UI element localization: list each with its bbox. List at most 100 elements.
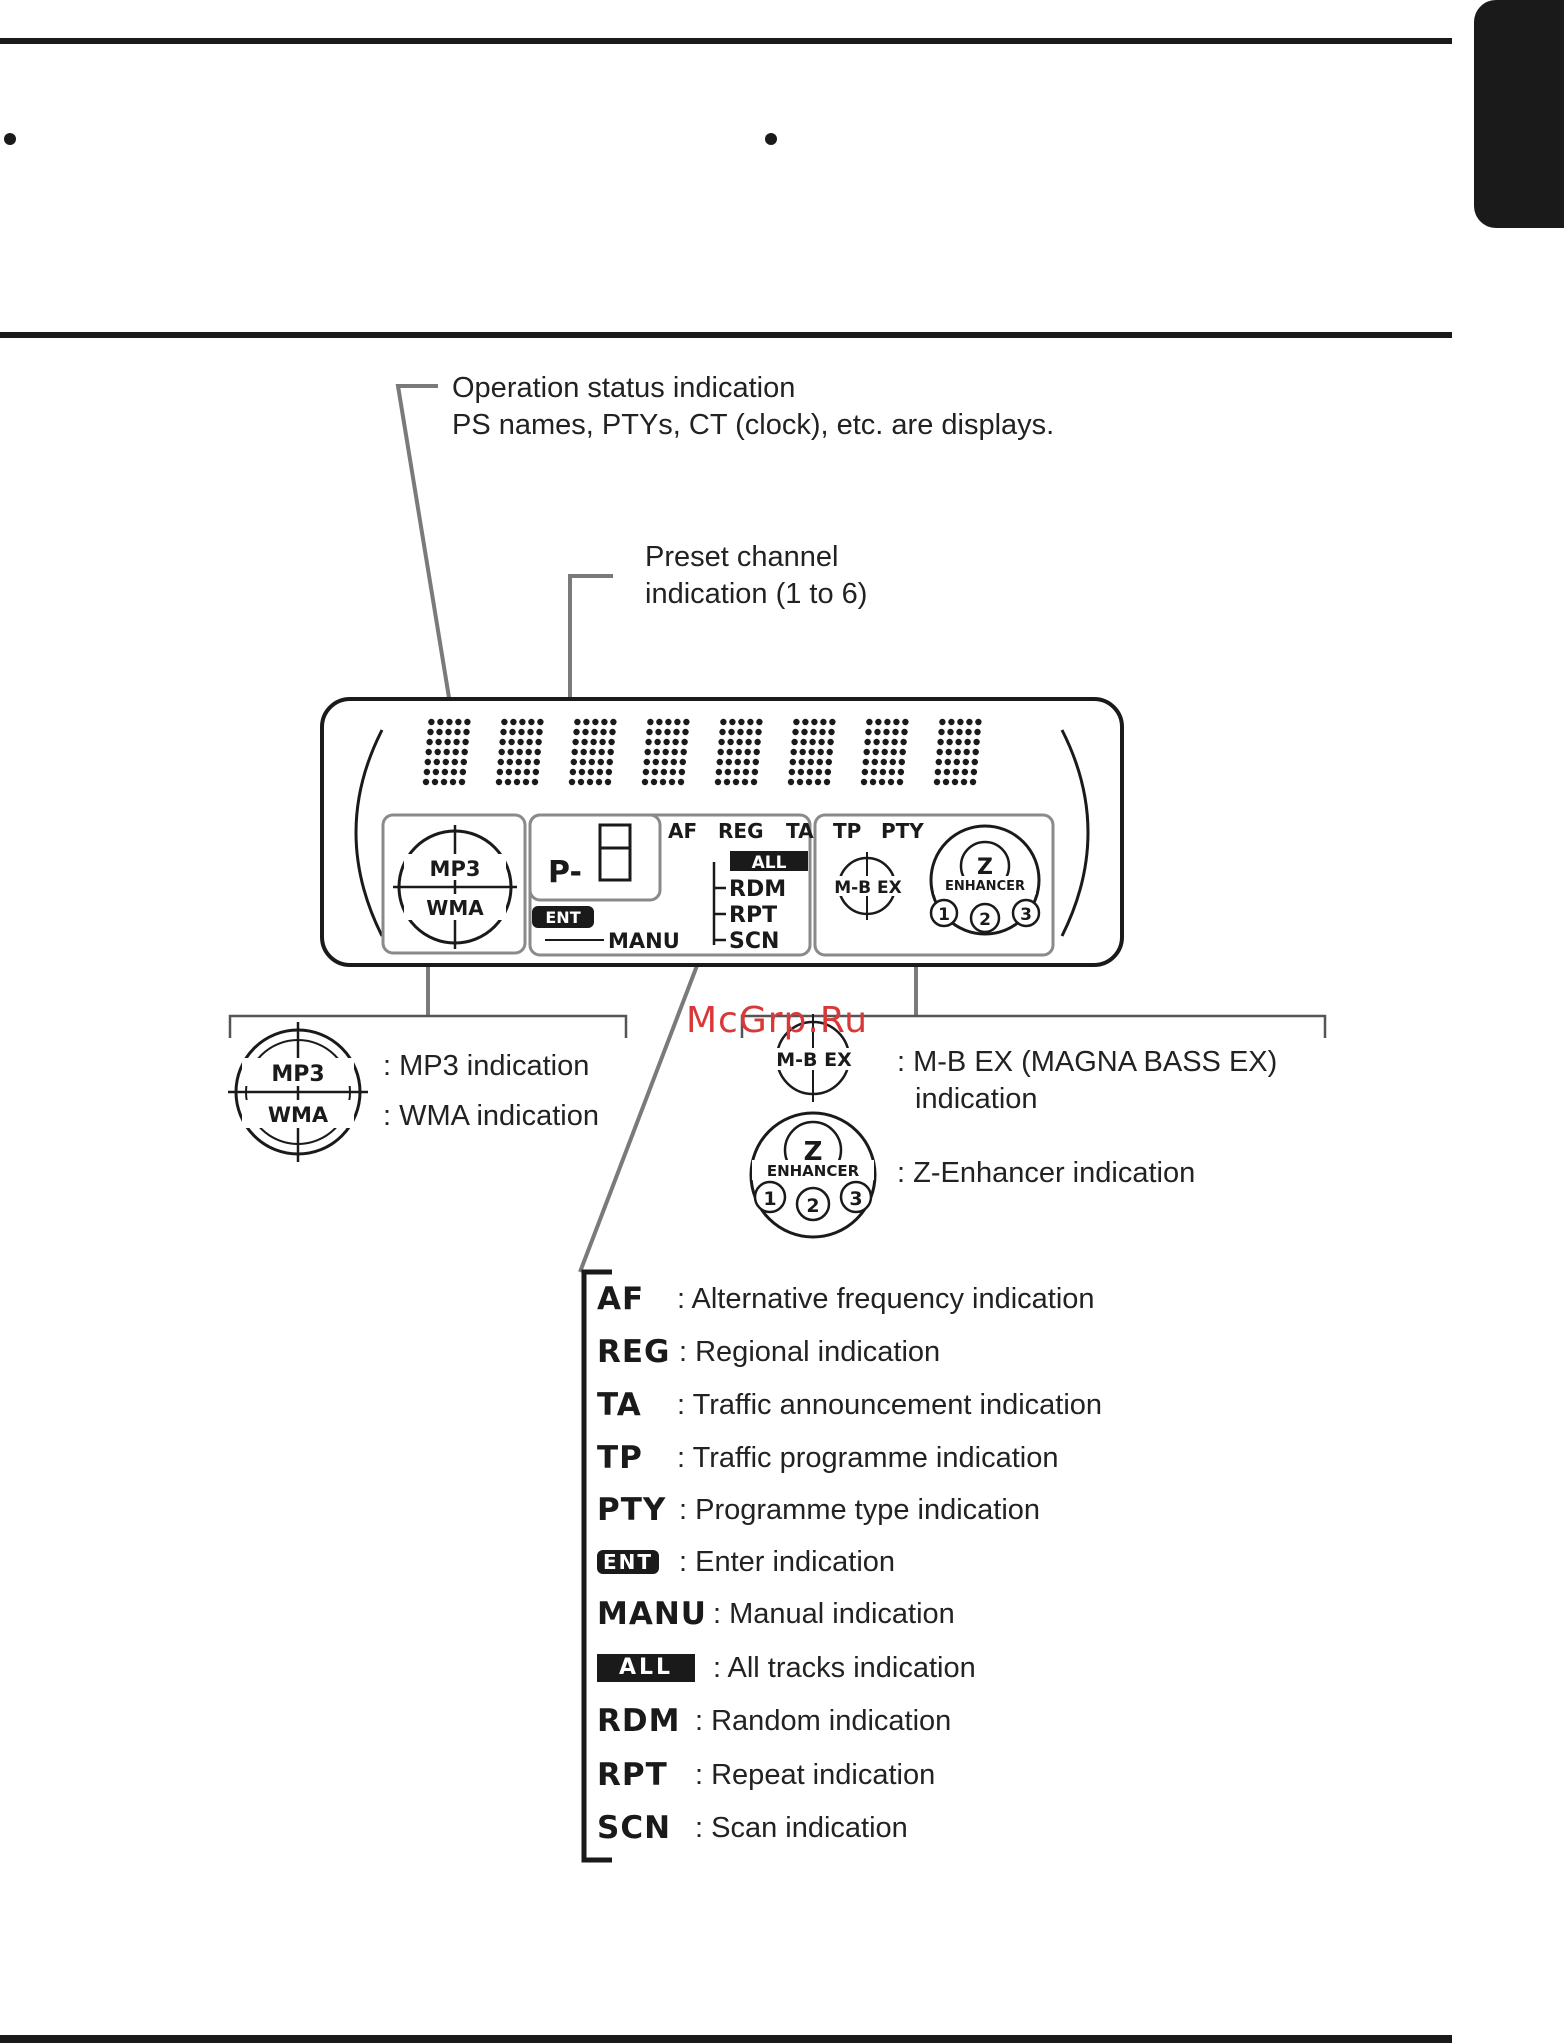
glossary-abbr: SCN (597, 1810, 672, 1846)
glossary-desc: : Random indication (695, 1705, 952, 1737)
glossary-row-rdm: RDM : Random indication (597, 1701, 1297, 1745)
dot-matrix-cell (495, 718, 544, 786)
lcd-zenhancer-emblem: Z ENHANCER 1 2 3 (929, 824, 1041, 936)
lcd-enhancer-label: ENHANCER (945, 879, 1025, 894)
glossary-desc: : All tracks indication (713, 1652, 976, 1684)
lcd-badge-ent: ENT (545, 908, 580, 927)
lcd-seven-segment (598, 823, 632, 882)
lcd-preset-prefix: P- (548, 855, 582, 890)
frame-mp3 (381, 813, 527, 955)
lcd-badge-manu: MANU (608, 929, 680, 953)
legend-mbex-emblem: M-B EX (768, 1014, 860, 1102)
legend-enhancer-3: 3 (849, 1188, 862, 1210)
glossary-row-rpt: RPT : Repeat indication (597, 1755, 1297, 1799)
lcd-enhancer-2: 2 (979, 910, 991, 930)
lcd-mbex-emblem: M-B EX (828, 852, 908, 920)
glossary-abbr: MANU (597, 1596, 707, 1632)
lcd-badge-rdm: RDM (729, 877, 786, 902)
legend-wma-emblem-label: WMA (268, 1103, 329, 1127)
lcd-enhancer-1: 1 (938, 905, 950, 925)
lcd-seg-pty: PTY (881, 819, 924, 843)
lcd-badge-scn: SCN (729, 929, 779, 954)
glossary-abbr: REG (597, 1334, 671, 1370)
glossary-desc: : Programme type indication (679, 1494, 1041, 1526)
top-rule (0, 38, 1452, 44)
lcd-badge-rpt: RPT (729, 903, 777, 928)
lcd-seg-af: AF (668, 819, 697, 843)
legend-mbex-line2: indication (915, 1083, 1038, 1115)
glossary-row-manu: MANU : Manual indication (597, 1594, 1297, 1638)
callout-preset-line2: indication (1 to 6) (645, 578, 868, 610)
glossary-row-pty: PTY : Programme type indication (597, 1490, 1297, 1534)
callout-preset-line1: Preset channel (645, 541, 839, 573)
legend-mbex-line1: : M-B EX (MAGNA BASS EX) (897, 1046, 1278, 1078)
legend-enhancer-2: 2 (806, 1195, 819, 1217)
glossary-row-scn: SCN : Scan indication (597, 1808, 1297, 1852)
legend-mp3-wma-emblem: MP3 WMA (228, 1022, 368, 1162)
glossary-abbr: RDM (597, 1703, 681, 1739)
callout-operation-status-line1: Operation status indication (452, 372, 796, 404)
glossary-desc: : Enter indication (679, 1546, 896, 1578)
glossary-abbr: TP (597, 1440, 643, 1476)
frame-enhancer (813, 813, 1055, 957)
dot-matrix-cell (422, 718, 471, 786)
mp3-wma-emblem: MP3 WMA (393, 825, 517, 949)
legend-mp3-emblem-label: MP3 (271, 1062, 324, 1087)
glossary-desc: : Repeat indication (695, 1759, 936, 1791)
glossary-desc: : Manual indication (713, 1598, 955, 1630)
glossary-row-tp: TP : Traffic programme indication (597, 1438, 1297, 1482)
lcd-z-label: Z (977, 855, 993, 880)
glossary-row-all: ALL : All tracks indication (597, 1648, 1297, 1692)
glossary-row-reg: REG : Regional indication (597, 1332, 1297, 1376)
bottom-rule (0, 2035, 1452, 2043)
legend-enhancer-label: ENHANCER (767, 1162, 860, 1180)
dot-matrix-cell (714, 718, 763, 786)
legend-mp3-text: : MP3 indication (383, 1050, 590, 1082)
dot-matrix-cell (641, 718, 690, 786)
lcd-mbex-label: M-B EX (834, 878, 902, 898)
glossary-row-af: AF : Alternative frequency indication (597, 1279, 1297, 1323)
glossary-desc: : Scan indication (695, 1812, 908, 1844)
legend-wma-text: : WMA indication (383, 1100, 599, 1132)
frame-modes (528, 813, 812, 957)
lcd-mp3-label: MP3 (430, 857, 481, 881)
bullet-right (765, 133, 777, 145)
glossary-desc: : Traffic programme indication (677, 1442, 1059, 1474)
lcd-seg-tp: TP (833, 819, 861, 843)
watermark: McGrp.Ru (686, 1000, 869, 1041)
section-rule (0, 332, 1452, 338)
glossary-row-ent: ENT : Enter indication (597, 1542, 1297, 1586)
glossary-abbr: PTY (597, 1492, 667, 1528)
lcd-panel: MP3 WMA P- AF REG TA TP PTY ALL RDM RPT … (320, 697, 1124, 967)
lcd-enhancer-3: 3 (1020, 905, 1032, 925)
dot-matrix-display (422, 718, 982, 786)
bracket-right (740, 1014, 1327, 1038)
legend-z-label: Z (804, 1137, 823, 1167)
glossary-abbr-ent: ENT (597, 1550, 660, 1574)
glossary-abbr: AF (597, 1281, 645, 1317)
chapter-tab (1474, 0, 1564, 228)
lcd-seg-ta: TA (786, 819, 814, 843)
leader-glossary (578, 941, 708, 1273)
dot-matrix-cell (860, 718, 909, 786)
legend-zenh-text: : Z-Enhancer indication (897, 1157, 1196, 1189)
glossary-abbr: TA (597, 1387, 642, 1423)
legend-zenhancer-emblem: Z ENHANCER 1 2 3 (749, 1111, 877, 1239)
lcd-badge-all: ALL (752, 853, 787, 873)
lcd-rds-segments: AF REG TA TP PTY (668, 819, 924, 843)
dot-matrix-cell (933, 718, 982, 786)
glossary-desc: : Regional indication (679, 1336, 941, 1368)
glossary-desc: : Alternative frequency indication (677, 1283, 1095, 1315)
leader-operation-status (395, 384, 454, 717)
legend-enhancer-1: 1 (763, 1188, 776, 1210)
glossary-abbr-all: ALL (597, 1654, 696, 1682)
bracket-left (228, 1014, 628, 1038)
lcd-wma-label: WMA (426, 896, 484, 920)
dot-matrix-cell (568, 718, 617, 786)
glossary-row-ta: TA : Traffic announcement indication (597, 1385, 1297, 1429)
dot-matrix-cell (787, 718, 836, 786)
lcd-seg-reg: REG (718, 819, 763, 843)
bracket-glossary (581, 1269, 612, 1863)
callout-operation-status-line2: PS names, PTYs, CT (clock), etc. are dis… (452, 409, 1055, 441)
legend-mbex-emblem-label: M-B EX (776, 1049, 852, 1071)
